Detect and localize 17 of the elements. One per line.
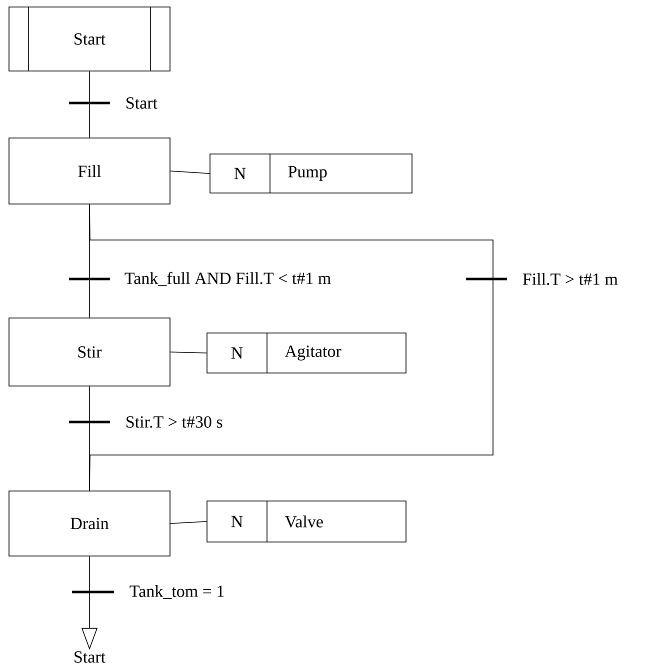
transition-condition: Fill.T > t#1 m: [521, 272, 619, 286]
connector-line: [89, 386, 90, 491]
connector-line: [170, 352, 207, 354]
transition-condition: Start: [124, 96, 158, 110]
action-box: N Pump: [210, 154, 412, 194]
connector-line: [170, 170, 210, 174]
connector-line: [89, 71, 90, 138]
transition-condition: Stir.T > t#30 s: [124, 415, 224, 429]
jump-label: Start: [74, 651, 106, 663]
step-box: Fill: [8, 138, 170, 204]
action-box: N Agitator: [206, 332, 406, 374]
step-box: Stir: [8, 318, 170, 386]
transition-condition: Tank_full AND Fill.T < t#1 m: [123, 270, 332, 288]
action-box: N Valve: [206, 500, 406, 542]
transition-condition: Tank_tom = 1: [128, 584, 226, 600]
step-box: Drain: [8, 490, 170, 556]
connector-line: [170, 521, 207, 524]
